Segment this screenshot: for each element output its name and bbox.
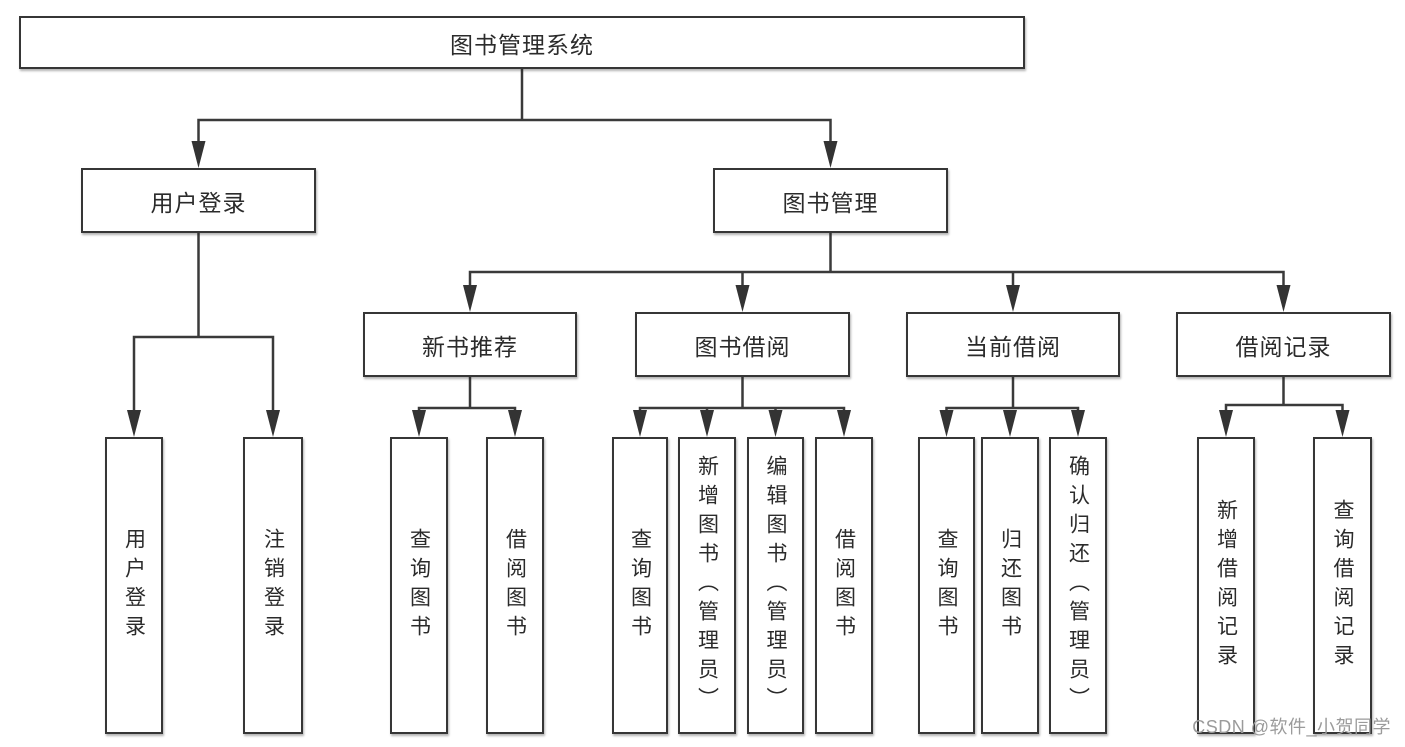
arrowhead: [1006, 285, 1020, 312]
node-label: 借阅图书: [503, 527, 527, 644]
node-label: 当前借阅: [965, 333, 1061, 360]
node-label: 借阅记录: [1235, 333, 1332, 360]
node-label: 借阅图书: [832, 527, 856, 644]
node-label: 用户登录: [122, 527, 146, 644]
arrowhead: [823, 141, 838, 168]
node-label: 图书管理系统: [450, 31, 594, 58]
node-label: 图书管理: [782, 189, 879, 216]
arrowhead: [266, 410, 280, 437]
arrowhead: [1003, 410, 1017, 437]
node-user-login: 用户登录: [81, 168, 316, 233]
arrowhead: [700, 410, 714, 437]
node-label: 新增借阅记录: [1214, 498, 1238, 673]
leaf-logout: 注销登录: [243, 437, 303, 734]
leaf-return-books: 归还图书: [981, 437, 1039, 734]
node-current-borrowing: 当前借阅: [906, 312, 1120, 377]
arrowhead: [1071, 410, 1085, 437]
arrowhead: [768, 410, 783, 437]
node-label: 注销登录: [261, 527, 285, 644]
arrowhead: [508, 410, 522, 437]
leaf-query-borrow-record: 查询借阅记录: [1313, 437, 1372, 734]
node-label: 图书借阅: [694, 333, 791, 360]
leaf-edit-books-admin: 编辑图书（管理员）: [747, 437, 804, 734]
node-label: 查询借阅记录: [1331, 498, 1354, 673]
arrowhead: [127, 410, 141, 437]
leaf-query-books-current: 查询图书: [918, 437, 975, 734]
node-book-management: 图书管理: [713, 168, 948, 233]
node-label: 查询图书: [628, 527, 652, 644]
arrowhead: [633, 410, 647, 437]
node-library-management-system: 图书管理系统: [19, 16, 1025, 69]
arrowhead: [1219, 410, 1233, 437]
arrowhead: [463, 285, 477, 312]
arrowhead: [191, 141, 206, 168]
node-new-book-recommendation: 新书推荐: [363, 312, 577, 377]
leaf-confirm-return-admin: 确认归还（管理员）: [1049, 437, 1107, 734]
arrowhead: [939, 410, 954, 437]
node-label: 编辑图书（管理员）: [764, 455, 787, 716]
node-label: 查询图书: [935, 527, 958, 644]
arrowhead: [1276, 285, 1291, 312]
node-label: 归还图书: [998, 527, 1022, 644]
leaf-borrow-books: 借阅图书: [815, 437, 873, 734]
node-borrowing-records: 借阅记录: [1176, 312, 1391, 377]
leaf-add-books-admin: 新增图书（管理员）: [678, 437, 736, 734]
node-label: 查询图书: [407, 527, 431, 644]
arrowhead: [735, 285, 750, 312]
node-book-borrowing: 图书借阅: [635, 312, 850, 377]
arrowheads: [127, 141, 1350, 437]
watermark-text: CSDN @软件_小贺同学: [1192, 717, 1391, 737]
leaf-query-books-borrowing: 查询图书: [612, 437, 668, 734]
arrowhead: [837, 410, 851, 437]
leaf-borrow-books-recommend: 借阅图书: [486, 437, 544, 734]
leaf-add-borrow-record: 新增借阅记录: [1197, 437, 1255, 734]
leaf-user-login: 用户登录: [105, 437, 163, 734]
node-label: 新增图书（管理员）: [695, 455, 719, 716]
leaf-query-books-recommend: 查询图书: [390, 437, 448, 734]
node-label: 确认归还（管理员）: [1066, 455, 1090, 716]
arrowhead: [412, 410, 426, 437]
node-label: 新书推荐: [422, 333, 518, 360]
node-label: 用户登录: [150, 189, 247, 216]
arrowhead: [1335, 410, 1350, 437]
